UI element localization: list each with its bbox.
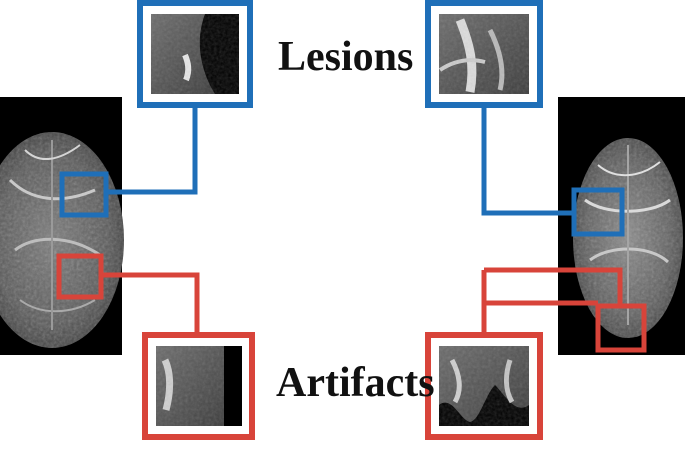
left-lesion-callout	[59, 0, 253, 218]
left-brain-scan	[0, 97, 124, 355]
lesions-label: Lesions	[278, 34, 414, 80]
right-artifact-callout	[425, 267, 647, 440]
left-artifact-callout	[56, 253, 255, 440]
artifacts-label: Artifacts	[276, 360, 435, 406]
right-lesion-callout	[425, 0, 625, 237]
